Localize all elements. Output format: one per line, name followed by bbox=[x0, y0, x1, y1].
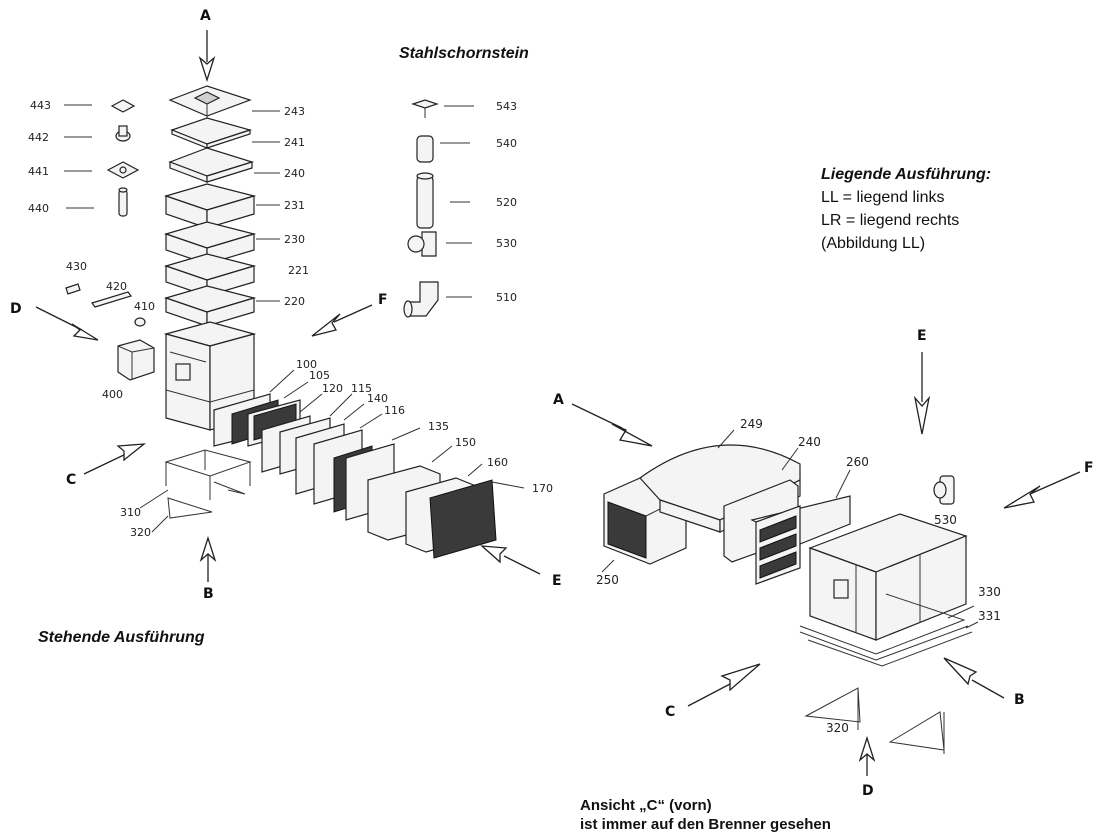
direction-label-F-right: F bbox=[1084, 460, 1094, 476]
footer-line-2: ist immer auf den Brenner gesehen bbox=[580, 816, 831, 833]
label-400: 400 bbox=[102, 388, 123, 401]
label-320-right: 320 bbox=[826, 721, 849, 735]
label-330: 330 bbox=[978, 585, 1001, 599]
part-labels-standing: 443 442 441 440 430 420 410 400 243 241 … bbox=[28, 99, 553, 539]
support-frame bbox=[164, 449, 252, 519]
label-520: 520 bbox=[496, 196, 517, 209]
arrow-E-right: E bbox=[913, 328, 931, 435]
label-543: 543 bbox=[496, 100, 517, 113]
label-220: 220 bbox=[284, 295, 305, 308]
direction-label-C-left: C bbox=[66, 472, 76, 488]
label-420: 420 bbox=[106, 280, 127, 293]
hood-stack bbox=[164, 85, 257, 327]
label-540: 540 bbox=[496, 137, 517, 150]
arrow-C-right: C bbox=[665, 663, 761, 720]
label-170: 170 bbox=[532, 482, 553, 495]
arrow-A-right: A bbox=[553, 392, 653, 447]
lying-version-title: Liegende Ausführung: bbox=[821, 166, 992, 183]
label-240-right: 240 bbox=[798, 435, 821, 449]
direction-label-E-left: E bbox=[552, 573, 562, 589]
label-441: 441 bbox=[28, 165, 49, 178]
label-140: 140 bbox=[367, 392, 388, 405]
label-249: 249 bbox=[740, 417, 763, 431]
label-120: 120 bbox=[322, 382, 343, 395]
label-443: 443 bbox=[30, 99, 51, 112]
label-221: 221 bbox=[288, 264, 309, 277]
label-310: 310 bbox=[120, 506, 141, 519]
arrow-C-left: C bbox=[66, 443, 147, 488]
module-stack bbox=[213, 393, 497, 559]
part-labels-lying: 249 240 260 250 530 330 331 320 bbox=[596, 417, 1001, 735]
arrow-B-left: B bbox=[199, 535, 217, 602]
direction-label-E-right: E bbox=[917, 328, 927, 344]
arrow-F-left: F bbox=[311, 292, 388, 337]
label-116: 116 bbox=[384, 404, 405, 417]
label-243: 243 bbox=[284, 105, 305, 118]
lying-unit-assembly bbox=[603, 444, 973, 754]
label-230: 230 bbox=[284, 233, 305, 246]
footer-line-1: Ansicht „C“ (vorn) bbox=[580, 797, 712, 814]
arrow-E-left: E bbox=[480, 545, 562, 589]
label-260: 260 bbox=[846, 455, 869, 469]
label-530-right: 530 bbox=[934, 513, 957, 527]
direction-label-B-left: B bbox=[203, 586, 214, 602]
steel-chimney-title: Stahlschornstein bbox=[399, 45, 529, 62]
label-115: 115 bbox=[351, 382, 372, 395]
direction-label-B-right: B bbox=[1014, 692, 1025, 708]
label-231: 231 bbox=[284, 199, 305, 212]
label-150: 150 bbox=[455, 436, 476, 449]
label-410: 410 bbox=[134, 300, 155, 313]
arrow-B-right: B bbox=[943, 657, 1025, 708]
direction-label-F-left: F bbox=[378, 292, 388, 308]
small-chimney-parts bbox=[106, 99, 140, 217]
label-320-left: 320 bbox=[130, 526, 151, 539]
direction-label-A-top: A bbox=[200, 8, 211, 24]
label-331: 331 bbox=[978, 609, 1001, 623]
label-241: 241 bbox=[284, 136, 305, 149]
arrow-A-top: A bbox=[198, 8, 216, 83]
arrow-D-left: D bbox=[10, 301, 99, 341]
label-135: 135 bbox=[428, 420, 449, 433]
lying-note-figure: (Abbildung LL) bbox=[821, 235, 926, 252]
standing-version-title: Stehende Ausführung bbox=[38, 629, 205, 646]
label-530-left: 530 bbox=[496, 237, 517, 250]
steel-chimney-parts bbox=[403, 99, 439, 318]
label-440: 440 bbox=[28, 202, 49, 215]
arrow-F-right: F bbox=[1003, 460, 1094, 509]
label-100: 100 bbox=[296, 358, 317, 371]
arrow-D-right: D bbox=[858, 735, 876, 799]
label-510: 510 bbox=[496, 291, 517, 304]
label-250: 250 bbox=[596, 573, 619, 587]
lying-note-ll: LL = liegend links bbox=[821, 189, 945, 206]
label-442: 442 bbox=[28, 131, 49, 144]
burner-group bbox=[65, 283, 155, 381]
lying-note-lr: LR = liegend rechts bbox=[821, 212, 960, 229]
label-430: 430 bbox=[66, 260, 87, 273]
label-105: 105 bbox=[309, 369, 330, 382]
label-160: 160 bbox=[487, 456, 508, 469]
direction-label-A-right: A bbox=[553, 392, 564, 408]
direction-label-D-left: D bbox=[10, 301, 22, 317]
direction-label-D-right: D bbox=[862, 783, 874, 799]
direction-label-C-right: C bbox=[665, 704, 675, 720]
label-240: 240 bbox=[284, 167, 305, 180]
